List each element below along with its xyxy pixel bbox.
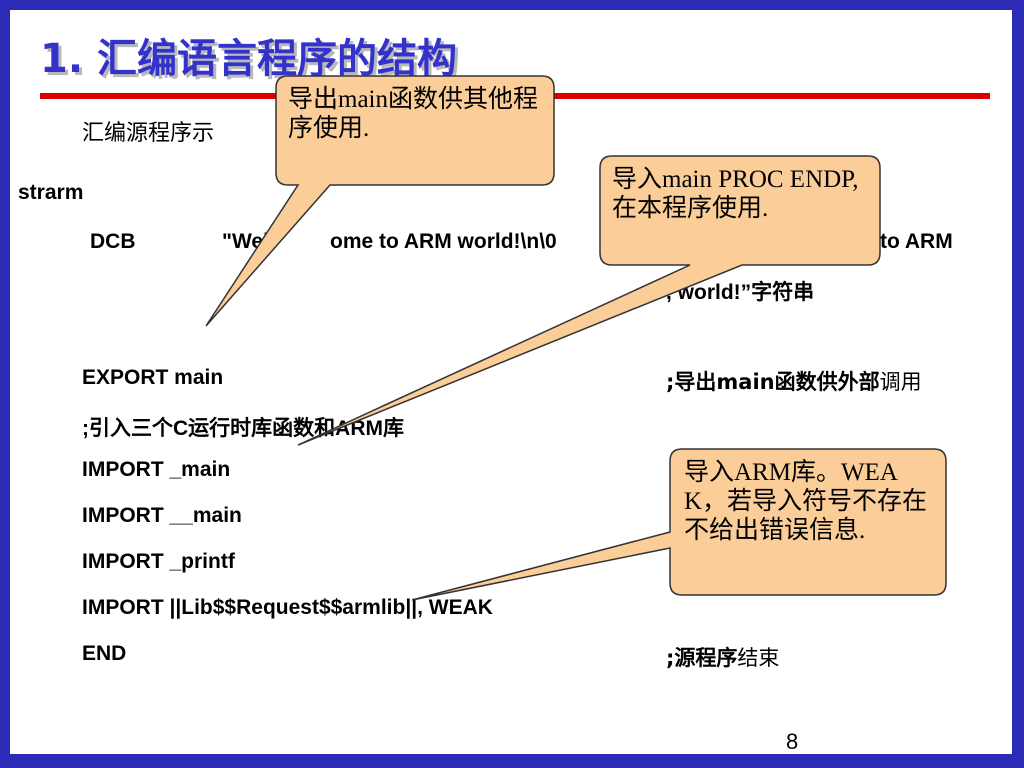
slide-frame-left	[0, 0, 10, 768]
export-line: EXPORT main	[82, 366, 224, 389]
end-comment-bold: ;源程序	[666, 646, 738, 670]
callout-text-import-main: 导入main PROC ENDP,在本程序使用.	[612, 166, 859, 222]
import-line: IMPORT ||Lib$$Request$$armlib||, WEAK	[82, 596, 493, 619]
end-line: END	[82, 642, 127, 665]
code-label: strarm	[18, 181, 84, 204]
callout-bubble-import-main	[297, 155, 881, 446]
slide-title: 1. 汇编语言程序的结构	[40, 36, 457, 82]
export-comment: ;导出main函数供外部调用	[666, 366, 922, 396]
intro-text: 汇编源程序示	[82, 121, 215, 146]
callout-bubble-import-armlib	[411, 448, 947, 601]
page-number: 8	[786, 729, 799, 754]
slide-frame-bottom	[0, 754, 1024, 768]
end-comment-plain: 结束	[737, 646, 780, 670]
dcb-string-tail: ome to ARM world!\n\0	[330, 230, 557, 253]
callout-text-import-armlib: 导入ARM库。WEAK，若导入符号不存在不给出错误信息.	[684, 459, 928, 544]
slide-frame-top	[0, 0, 1024, 10]
import-line: IMPORT _printf	[82, 550, 235, 573]
dcb-comment-tail: to ARM	[880, 230, 953, 253]
callout-bubble-export	[205, 75, 555, 327]
export-comment-bold: ;导出main函数供外部	[666, 370, 880, 394]
slide-frame-right	[1012, 0, 1024, 768]
end-comment: ;源程序结束	[666, 642, 779, 672]
import-line: IMPORT __main	[82, 504, 242, 527]
callout-text-export: 导出main函数供其他程序使用.	[288, 86, 538, 142]
export-comment-plain: 调用	[879, 370, 922, 394]
import-line: IMPORT _main	[82, 458, 231, 481]
dcb-directive: DCB	[90, 230, 136, 253]
